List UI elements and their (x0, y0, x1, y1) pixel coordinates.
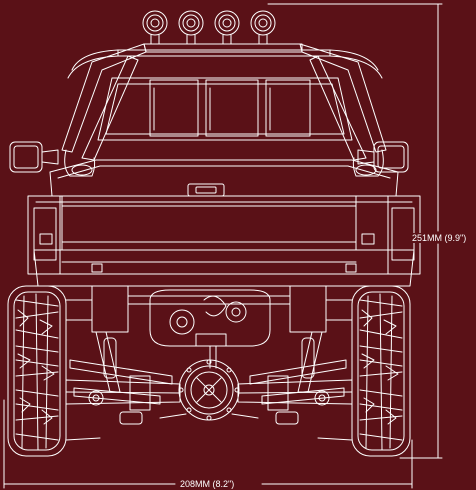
roll-bar (61, 43, 387, 177)
differential-cover (178, 359, 240, 421)
truck-bed (27, 159, 421, 287)
width-dimension-line (3, 399, 413, 489)
rear-window (97, 77, 353, 141)
lower-details (65, 411, 353, 441)
height-dimension-label: 251MM (9.9") (411, 233, 468, 243)
right-mirror (357, 141, 409, 173)
left-wheel (7, 285, 67, 457)
rear-axle (65, 375, 353, 411)
roof-light-3 (214, 10, 240, 45)
chassis-frame (65, 285, 353, 333)
left-mirror (9, 141, 59, 173)
drivetrain (149, 289, 271, 369)
roof-light-1 (142, 10, 168, 45)
width-dimension-label: 208MM (8.2") (177, 479, 238, 489)
height-dimension-line (267, 3, 443, 459)
cab-roof (67, 49, 383, 79)
roof-light-4 (250, 10, 276, 45)
right-wheel (351, 285, 411, 457)
suspension-links (69, 331, 347, 406)
roof-light-2 (178, 10, 204, 45)
